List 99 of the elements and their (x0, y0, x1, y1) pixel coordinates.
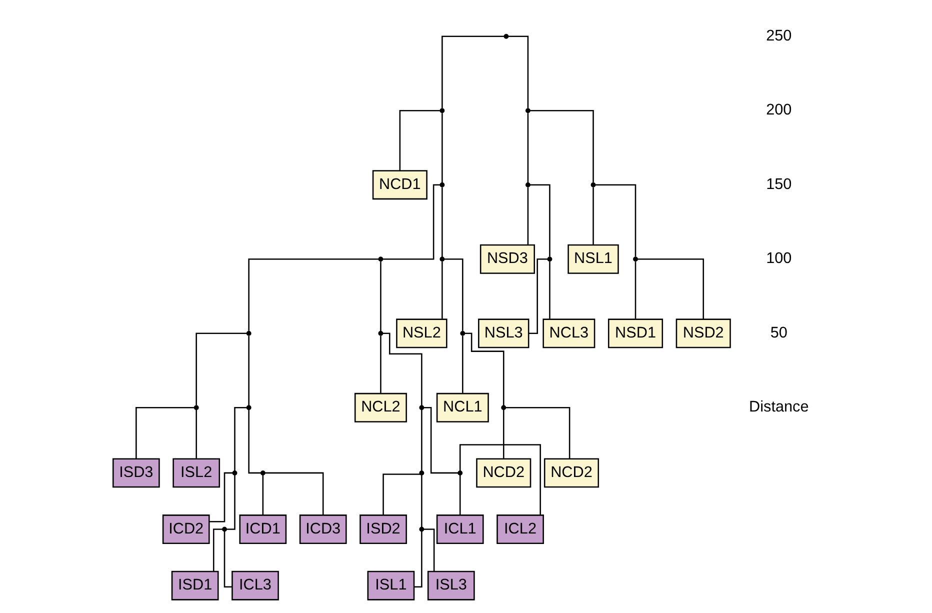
node-box: NSL2 (396, 318, 447, 348)
node-box: NCL3 (542, 318, 595, 348)
node-point (232, 470, 237, 476)
connector (195, 410, 196, 458)
connector (441, 113, 442, 183)
connector (195, 332, 246, 406)
connector (398, 110, 440, 171)
connector (592, 187, 594, 244)
connector (595, 184, 636, 257)
connector (637, 258, 704, 320)
connector (420, 410, 422, 471)
node-box: NCL2 (354, 392, 406, 422)
connector (458, 474, 460, 516)
node-point (460, 330, 465, 336)
connector (226, 474, 235, 530)
label: Distance (748, 398, 808, 416)
node-point (524, 182, 530, 188)
connector (530, 110, 594, 182)
connector (441, 187, 442, 258)
label: 200 (766, 102, 792, 119)
connector (526, 113, 528, 183)
node-box: ICL3 (231, 570, 278, 600)
node-box: NCD1 (372, 170, 427, 200)
node-box: NSL3 (478, 318, 529, 348)
connector (208, 472, 232, 522)
node-point (439, 108, 444, 114)
connector (234, 407, 246, 471)
node-box: ICL2 (496, 514, 544, 544)
connector (248, 410, 260, 474)
node-box: ISD1 (170, 570, 218, 600)
node-box: ICD2 (162, 514, 210, 544)
node-box: NSD3 (479, 244, 534, 274)
node-point (418, 470, 424, 476)
connector (262, 474, 264, 516)
node-box: ICD1 (238, 514, 286, 544)
connector (420, 474, 422, 528)
node-point (246, 330, 251, 336)
connector (382, 332, 422, 406)
connector (380, 262, 381, 332)
connector (505, 407, 570, 459)
node-point (439, 256, 444, 262)
connector (464, 332, 504, 406)
node-point (524, 108, 530, 114)
connector (414, 531, 422, 588)
connector (382, 184, 440, 260)
node-box: ISD3 (112, 458, 160, 488)
node-point (418, 526, 424, 532)
connector (441, 262, 442, 319)
connector (548, 262, 550, 319)
connector (382, 474, 420, 515)
node-point (378, 330, 383, 336)
node-box: ICL1 (436, 514, 484, 544)
node-point (590, 182, 596, 188)
connector (380, 336, 381, 393)
node-box: ISL1 (366, 570, 414, 600)
connector (462, 336, 463, 393)
connector (441, 36, 504, 108)
node-box: NSD2 (675, 318, 730, 348)
connector (212, 528, 222, 572)
node-box: ISD2 (359, 514, 406, 544)
node-point (546, 256, 552, 262)
label: 100 (766, 250, 792, 268)
node-point (500, 405, 506, 410)
node-box: NSL1 (567, 244, 618, 274)
connector (502, 410, 504, 458)
node-point (457, 470, 462, 476)
node-point (418, 405, 424, 410)
connector (528, 258, 548, 334)
node-point (222, 526, 226, 532)
node-point (632, 256, 638, 262)
connector (223, 531, 232, 588)
connector (264, 472, 324, 516)
label: 150 (766, 176, 792, 193)
node-box: NCD2 (476, 458, 531, 488)
label: 50 (770, 324, 787, 342)
connector (135, 407, 194, 459)
connector (248, 336, 249, 406)
node-box: ICD3 (298, 514, 346, 544)
label: 250 (766, 27, 792, 44)
connector (526, 187, 528, 244)
node-point (503, 34, 508, 39)
node-box: NSD1 (607, 318, 663, 348)
node-point (439, 182, 444, 188)
node-point (246, 405, 251, 410)
connector (423, 528, 434, 572)
node-box: ISL2 (172, 458, 220, 488)
connector (458, 444, 540, 515)
node-box: NCD2 (543, 458, 599, 488)
connector (508, 36, 528, 108)
node-point (378, 256, 383, 262)
node-box: ISL3 (426, 570, 474, 600)
node-box: NCL1 (436, 392, 488, 422)
connector (444, 258, 463, 331)
connector (423, 407, 458, 474)
node-point (193, 405, 198, 410)
connector (529, 184, 550, 257)
connector (634, 262, 636, 319)
connector (248, 258, 378, 331)
node-point (260, 470, 265, 476)
